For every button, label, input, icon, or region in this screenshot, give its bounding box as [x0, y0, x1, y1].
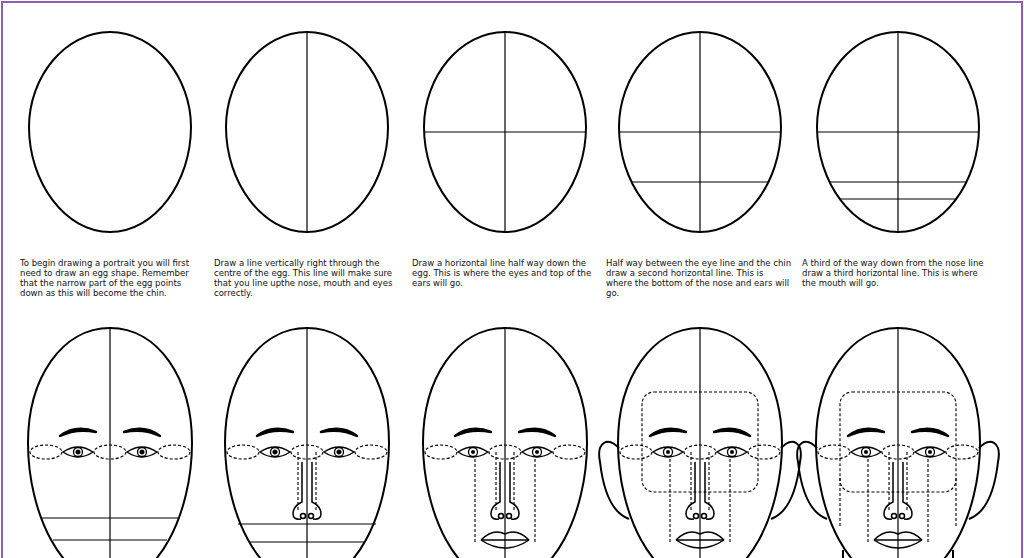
- step-caption: Draw a horizontal line half way down the…: [412, 258, 598, 288]
- step-caption: To begin drawing a portrait you will fir…: [20, 258, 206, 298]
- step-caption: Draw a line vertically right through the…: [214, 258, 400, 298]
- step-caption: Half way between the eye line and the ch…: [606, 258, 792, 298]
- step-caption: A third of the way down from the nose li…: [802, 258, 992, 288]
